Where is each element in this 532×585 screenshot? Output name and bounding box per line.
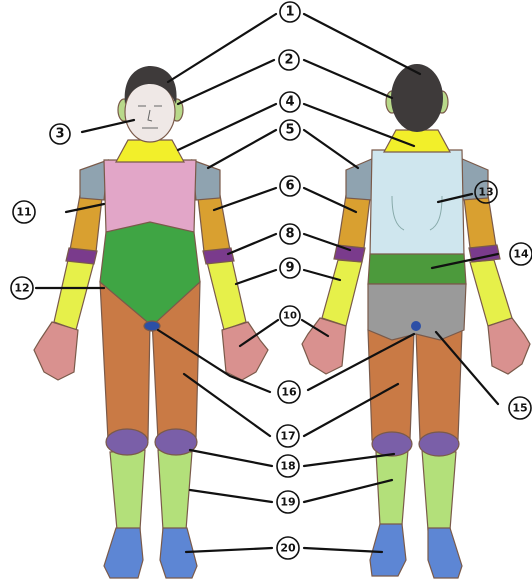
back-head-hair xyxy=(391,64,443,132)
svg-text:15: 15 xyxy=(512,402,527,415)
svg-text:2: 2 xyxy=(284,53,293,68)
svg-text:12: 12 xyxy=(14,282,29,295)
front-chest xyxy=(104,160,196,232)
svg-text:3: 3 xyxy=(55,127,64,142)
label-3: 3 xyxy=(50,124,70,144)
label-14: 14 xyxy=(510,243,532,265)
label-9: 9 xyxy=(280,258,300,278)
svg-text:6: 6 xyxy=(285,179,294,194)
label-4: 4 xyxy=(280,92,300,112)
front-neck xyxy=(116,140,184,162)
svg-text:1: 1 xyxy=(285,5,294,20)
label-19: 19 xyxy=(277,491,299,513)
svg-text:18: 18 xyxy=(280,460,295,473)
back-feet xyxy=(370,524,462,578)
svg-text:16: 16 xyxy=(281,386,297,399)
svg-text:8: 8 xyxy=(285,227,294,242)
label-17: 17 xyxy=(277,425,299,447)
label-20: 20 xyxy=(277,537,299,559)
svg-text:19: 19 xyxy=(280,496,295,509)
back-upper-back xyxy=(370,150,464,256)
svg-text:14: 14 xyxy=(513,248,529,261)
label-5: 5 xyxy=(280,120,300,140)
svg-text:5: 5 xyxy=(285,123,294,138)
label-1: 1 xyxy=(280,2,300,22)
svg-text:9: 9 xyxy=(285,261,294,276)
svg-text:17: 17 xyxy=(280,430,295,443)
svg-text:13: 13 xyxy=(478,186,493,199)
label-11: 11 xyxy=(13,201,35,223)
back-lower-back xyxy=(368,254,466,284)
svg-text:10: 10 xyxy=(283,311,297,322)
label-6: 6 xyxy=(280,176,300,196)
back-knees xyxy=(372,432,459,456)
front-feet xyxy=(104,528,197,578)
front-figure xyxy=(34,66,268,578)
back-lower-legs xyxy=(376,450,456,530)
label-10: 10 xyxy=(280,306,300,326)
back-genital-mark xyxy=(411,321,421,331)
label-15: 15 xyxy=(509,397,531,419)
label-18: 18 xyxy=(277,455,299,477)
label-2: 2 xyxy=(279,50,299,70)
front-lower-legs xyxy=(110,450,192,530)
back-neck xyxy=(384,130,450,152)
svg-text:11: 11 xyxy=(16,206,31,219)
label-16: 16 xyxy=(278,381,300,403)
back-buttocks xyxy=(368,284,466,340)
label-12: 12 xyxy=(11,277,33,299)
back-figure xyxy=(302,64,530,578)
front-knees xyxy=(106,429,197,455)
svg-text:20: 20 xyxy=(280,542,296,555)
label-8: 8 xyxy=(280,224,300,244)
svg-text:4: 4 xyxy=(285,95,294,110)
